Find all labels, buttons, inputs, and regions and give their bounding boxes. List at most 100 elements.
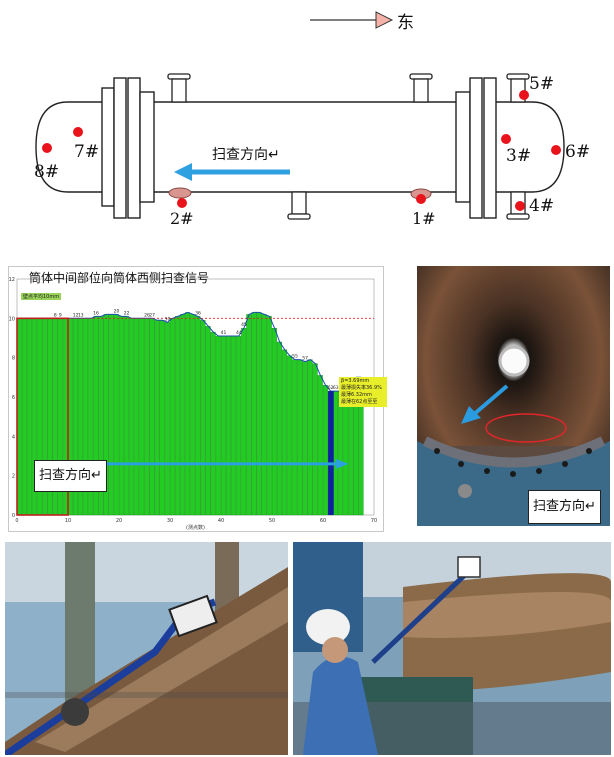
y-tick-label: 4: [12, 434, 15, 440]
bar: [149, 318, 155, 516]
bar: [108, 314, 114, 516]
point-number-label: 26: [144, 312, 150, 318]
bar: [302, 361, 308, 516]
x-tick-label: 10: [65, 518, 71, 524]
field-photo-right: [293, 542, 611, 755]
bar: [322, 385, 328, 516]
bar: [225, 335, 231, 516]
point-label-8: 8#: [34, 162, 60, 182]
bar: [236, 335, 242, 516]
bar: [297, 359, 303, 516]
min-thickness-bar: [328, 391, 334, 515]
east-arrow-icon: [375, 11, 394, 29]
bar: [312, 363, 318, 516]
point-label-2: 2#: [170, 209, 194, 228]
bar: [215, 335, 221, 516]
point-label-7: 7#: [74, 142, 100, 162]
x-tick-label: 70: [371, 518, 377, 524]
point-label-6: 6#: [565, 142, 591, 162]
defect-circle: [485, 413, 567, 443]
bar: [27, 318, 33, 516]
bar: [220, 335, 226, 516]
inner-bore-photo: 扫查方向↵: [417, 266, 610, 526]
bar: [21, 318, 27, 516]
point-number-label: 22: [124, 310, 130, 316]
bar: [185, 312, 191, 516]
bar: [271, 328, 277, 516]
bar: [180, 314, 186, 516]
bar: [317, 375, 323, 516]
heat-exchanger-drawing: [35, 11, 565, 220]
point-number-label: 57: [302, 356, 308, 362]
bar: [307, 359, 313, 516]
point-number-label: 9: [59, 312, 62, 318]
point-number-label: 45: [241, 322, 247, 328]
y-tick-label: 6: [12, 395, 15, 401]
point-number-label: 20: [114, 308, 120, 314]
field-scene-right: [293, 542, 611, 755]
bar: [261, 314, 267, 516]
point-number-label: 44: [236, 330, 242, 336]
point-label-5: 5#: [529, 74, 555, 94]
point-number-label: 63: [333, 385, 339, 391]
bar: [333, 390, 339, 516]
bar: [134, 318, 140, 516]
scan-direction-label: 扫查方向↵: [212, 147, 280, 163]
bar: [190, 314, 196, 516]
chart-scan-direction-label: 扫查方向↵: [34, 460, 107, 492]
point-number-label: 16: [93, 310, 99, 316]
point-number-label: 30: [165, 316, 171, 322]
bar: [287, 355, 293, 516]
bar: [241, 328, 247, 516]
bar: [154, 320, 160, 516]
point-label-1: 1#: [412, 209, 436, 228]
point-number-label: 55: [292, 354, 298, 360]
bar: [251, 312, 257, 516]
x-tick-label: 60: [320, 518, 326, 524]
annotation-line: 最薄在62点至至: [341, 399, 378, 405]
bar: [144, 318, 150, 516]
bar: [343, 388, 349, 516]
bar: [113, 314, 119, 516]
field-photo-left: [5, 542, 288, 755]
annotation-line: 最薄损失率36.9%: [341, 385, 382, 391]
bar: [205, 326, 211, 516]
bar: [195, 316, 201, 516]
bar: [276, 341, 282, 516]
point-marker-7: [73, 127, 83, 137]
photo-scan-direction-label: 扫查方向↵: [528, 490, 601, 524]
bar: [210, 331, 216, 516]
x-axis-label: (测点数): [186, 524, 205, 531]
point-marker-2: [177, 198, 187, 208]
chart-scan-arrowhead: [335, 458, 349, 469]
bar: [118, 316, 124, 516]
profile-line: [19, 311, 362, 392]
bar: [200, 320, 206, 516]
bar: [129, 318, 135, 516]
x-tick-label: 0: [15, 518, 18, 524]
y-tick-label: 8: [12, 356, 15, 362]
bar: [231, 335, 237, 516]
bar: [164, 322, 170, 516]
point-number-label: 13: [78, 312, 84, 318]
bar: [139, 318, 145, 516]
bar: [266, 316, 272, 516]
bar: [256, 312, 262, 516]
point-label-4: 4#: [529, 196, 555, 216]
chart-title: 筒体中间部位向筒体西侧扫查信号: [29, 271, 210, 285]
y-tick-label: 0: [12, 513, 15, 519]
scan-arrow-icon: [174, 163, 192, 181]
point-number-label: 27: [149, 312, 155, 318]
bar: [169, 318, 175, 516]
y-tick-label: 10: [9, 316, 15, 322]
start-region: [16, 317, 69, 516]
x-tick-label: 40: [218, 518, 224, 524]
bar: [282, 349, 288, 516]
direction-label-east: 东: [397, 13, 414, 33]
point-marker-6: [551, 145, 561, 155]
field-scene-left: [5, 542, 288, 755]
point-number-label: 62: [328, 385, 334, 391]
x-tick-label: 20: [116, 518, 122, 524]
point-marker-1: [416, 194, 426, 204]
